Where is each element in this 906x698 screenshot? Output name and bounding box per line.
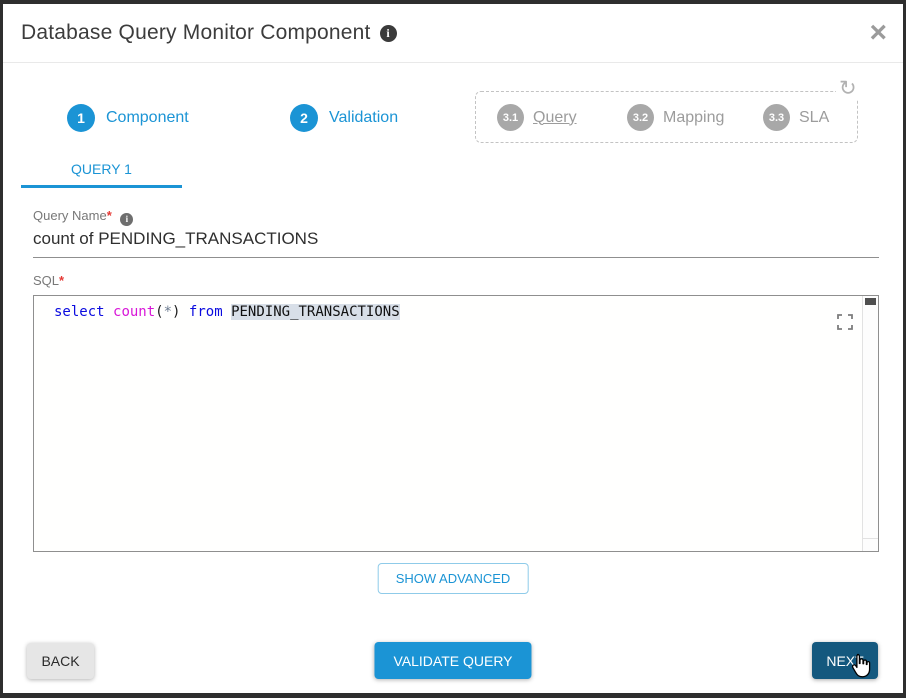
- query-name-info-icon[interactable]: i: [120, 212, 134, 226]
- step-sla[interactable]: 3.3 SLA: [763, 104, 829, 131]
- sql-label-row: SQL*: [33, 273, 64, 288]
- step-3-2-label: Mapping: [663, 108, 725, 126]
- sql-table-name: PENDING_TRANSACTIONS: [231, 304, 400, 320]
- editor-vertical-scrollbar[interactable]: [862, 296, 878, 551]
- step-query[interactable]: 3.1 Query: [497, 104, 577, 131]
- next-button[interactable]: NEXT: [812, 642, 878, 679]
- sql-label: SQL: [33, 273, 60, 288]
- sql-paren-close: ): [172, 304, 181, 320]
- step-2-label: Validation: [329, 109, 399, 126]
- query-name-label-row: Query Name* i: [33, 208, 879, 226]
- close-icon[interactable]: ×: [869, 16, 887, 49]
- step-validation[interactable]: 2 Validation: [290, 104, 398, 132]
- refresh-icon[interactable]: ↻: [836, 78, 860, 100]
- dialog-header: Database Query Monitor Component i ×: [3, 4, 903, 63]
- step-group-3: 3.1 Query 3.2 Mapping 3.3 SLA: [475, 91, 858, 143]
- tab-query-1[interactable]: QUERY 1: [21, 153, 182, 188]
- step-mapping[interactable]: 3.2 Mapping: [627, 104, 724, 131]
- step-1-label: Component: [106, 109, 189, 126]
- step-3-3-badge: 3.3: [763, 104, 790, 131]
- sql-star: *: [163, 304, 173, 320]
- query-name-input[interactable]: count of PENDING_TRANSACTIONS: [33, 229, 879, 258]
- query-name-label: Query Name: [33, 208, 107, 223]
- scrollbar-thumb[interactable]: [865, 298, 876, 305]
- sql-function-count: count: [113, 304, 156, 320]
- sql-keyword-from: from: [180, 304, 232, 320]
- sql-code-line[interactable]: select count(*) from PENDING_TRANSACTION…: [54, 304, 400, 320]
- back-button[interactable]: BACK: [27, 643, 94, 679]
- show-advanced-button[interactable]: SHOW ADVANCED: [377, 563, 529, 594]
- validate-query-button[interactable]: VALIDATE QUERY: [374, 642, 532, 679]
- step-3-1-badge: 3.1: [497, 104, 524, 131]
- dialog-title: Database Query Monitor Component: [21, 21, 371, 44]
- title-info-icon[interactable]: i: [379, 24, 397, 42]
- step-component[interactable]: 1 Component: [67, 104, 189, 132]
- sql-keyword-select: select: [54, 304, 114, 320]
- sql-required-mark: *: [59, 273, 65, 288]
- fullscreen-icon[interactable]: [836, 313, 854, 331]
- step-3-2-badge: 3.2: [627, 104, 654, 131]
- query-name-field: Query Name* i count of PENDING_TRANSACTI…: [33, 208, 879, 258]
- step-1-badge: 1: [67, 104, 95, 132]
- scrollbar-corner: [862, 538, 878, 551]
- sql-paren-open: (: [155, 304, 164, 320]
- step-3-1-label: Query: [533, 108, 577, 126]
- sql-editor[interactable]: select count(*) from PENDING_TRANSACTION…: [33, 295, 879, 552]
- step-3-3-label: SLA: [799, 108, 830, 126]
- query-name-required-mark: *: [106, 208, 112, 223]
- step-2-badge: 2: [290, 104, 318, 132]
